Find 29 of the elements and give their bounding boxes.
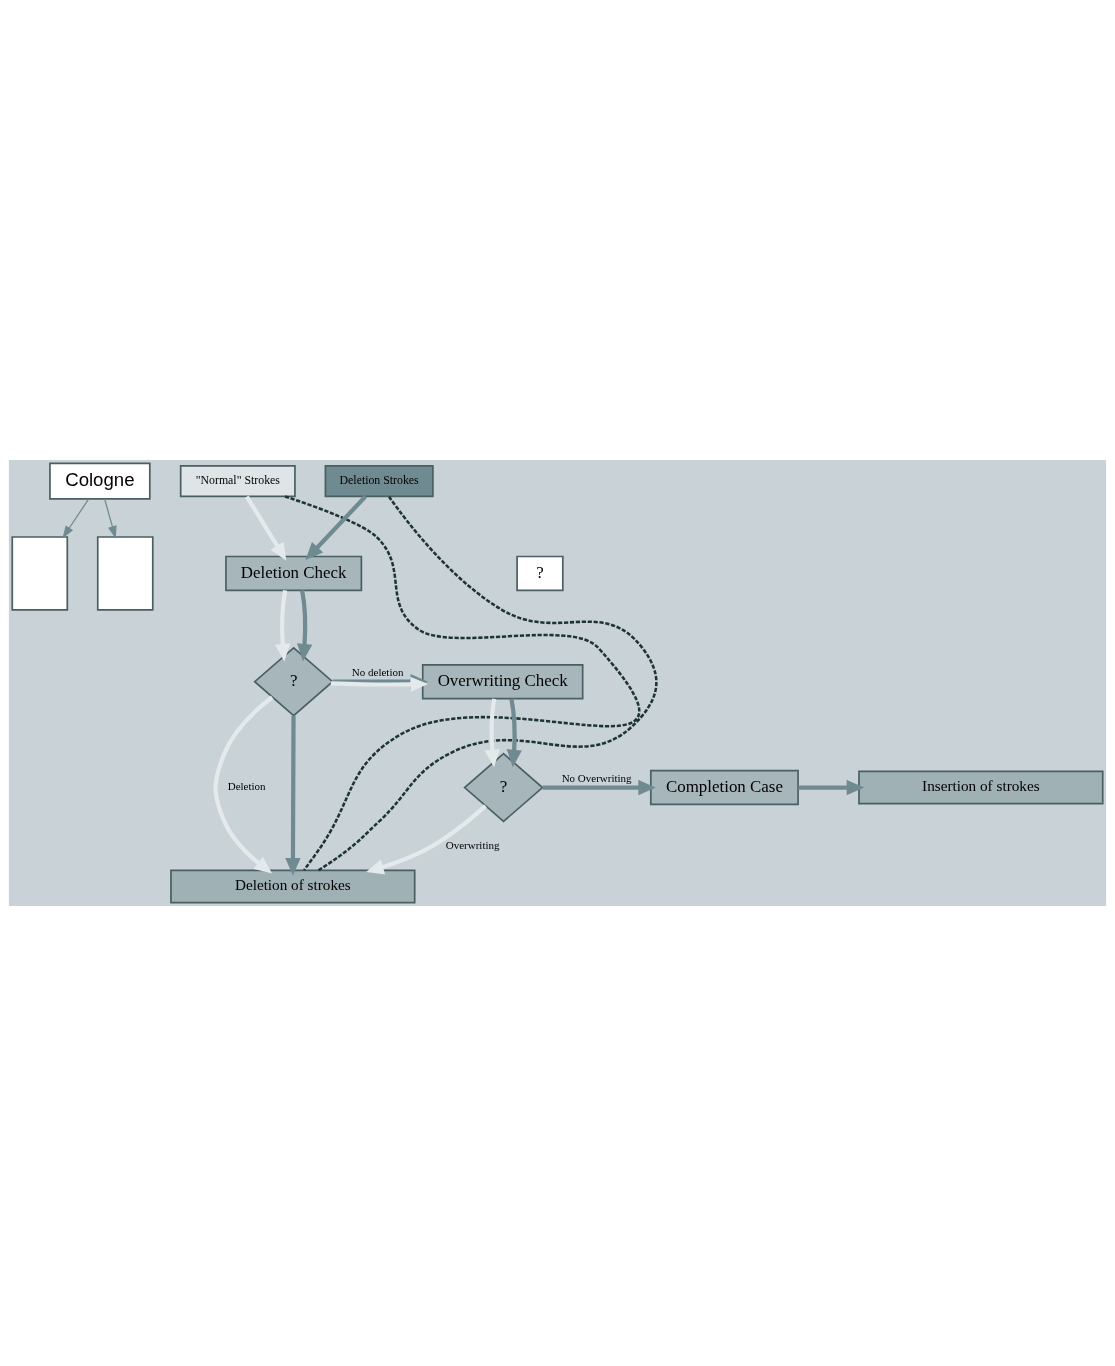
- arrow: [213, 695, 274, 874]
- node-diamond: ?: [463, 752, 544, 823]
- arrow: [305, 495, 367, 561]
- node-box: [96, 536, 154, 611]
- node-box: Deletion Strokes: [324, 465, 434, 498]
- arrow: [245, 495, 287, 561]
- edge-label: Overwriting: [445, 838, 500, 851]
- node-box: "Normal" Strokes: [179, 465, 296, 498]
- arrow: [275, 590, 291, 662]
- node-box: Insertion of strokes: [858, 770, 1104, 805]
- node-box: Completion Case: [649, 769, 799, 806]
- node-diamond: ?: [253, 646, 334, 717]
- node-box: [11, 536, 69, 611]
- arrow: [542, 779, 656, 796]
- arrow: [798, 779, 865, 796]
- arrow: [484, 698, 500, 768]
- node-box: ?: [516, 555, 564, 592]
- arrow: [285, 715, 301, 876]
- arrow: [506, 698, 522, 768]
- arrow: [62, 498, 90, 539]
- node-box: Cologne: [49, 462, 151, 500]
- node-box: Deletion Check: [225, 555, 363, 592]
- arrow: [366, 804, 487, 875]
- edge-label: No Overwriting: [561, 771, 632, 784]
- arrow: [104, 498, 117, 539]
- arrow: [297, 590, 313, 662]
- node-box: Deletion of strokes: [170, 869, 416, 904]
- edge-label: Deletion: [227, 780, 266, 793]
- node-box: Overwriting Check: [421, 663, 584, 700]
